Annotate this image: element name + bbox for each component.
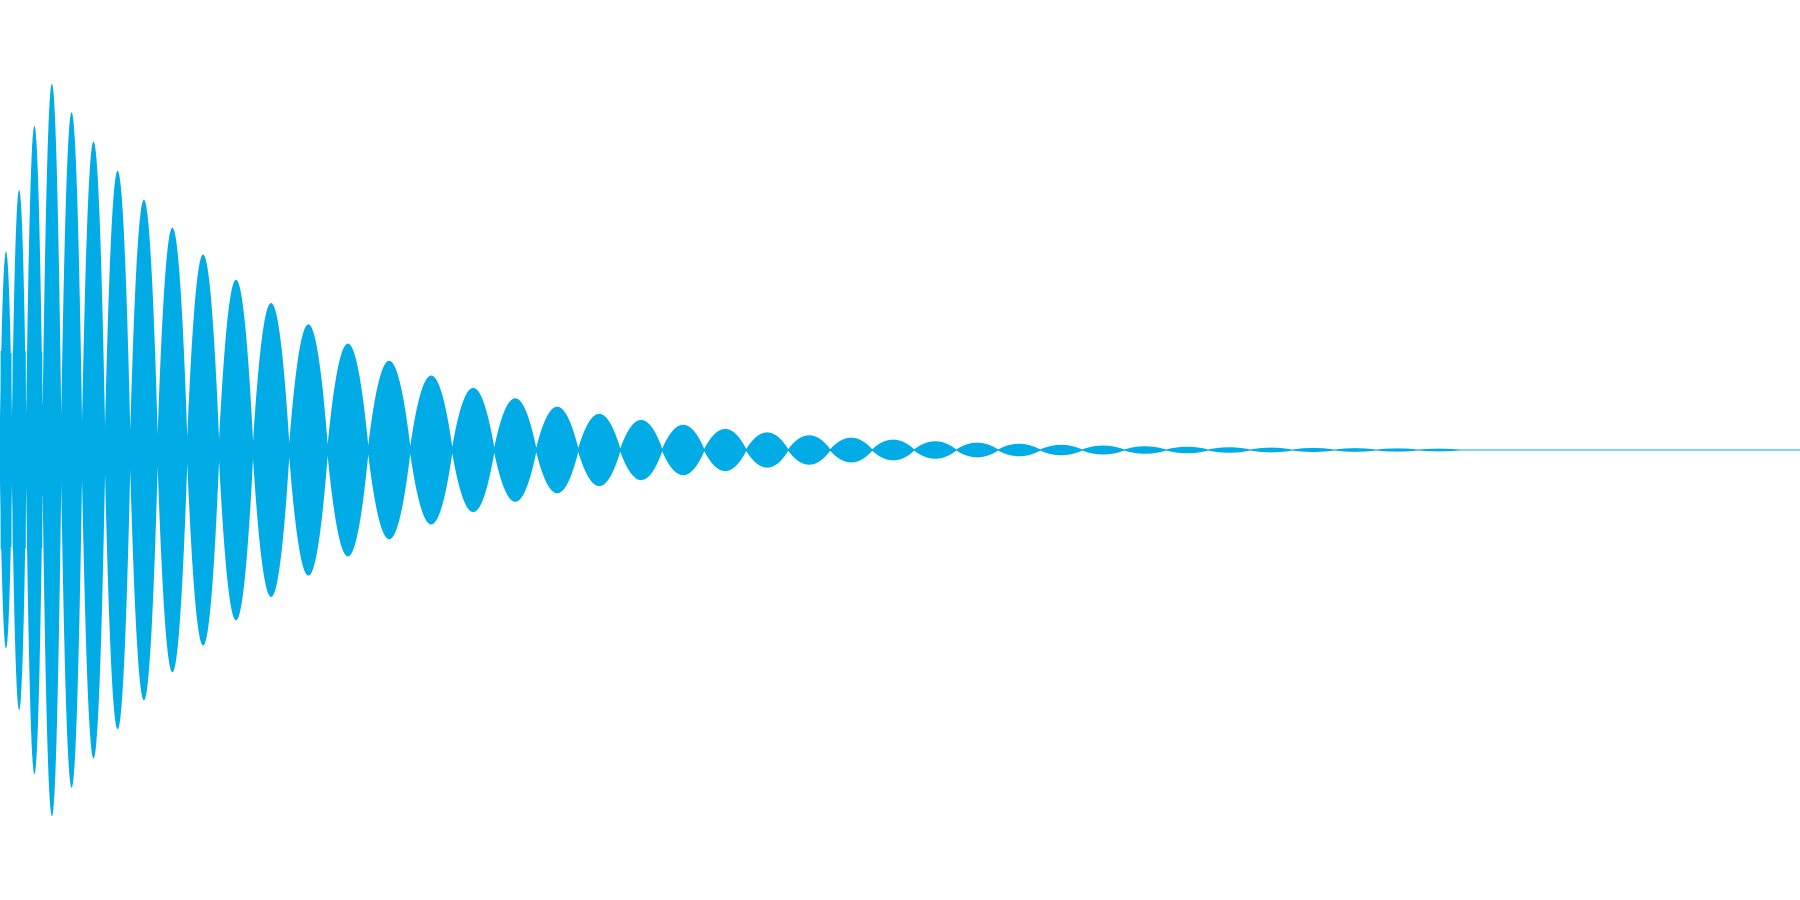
waveform-canvas bbox=[0, 83, 1800, 817]
audio-waveform bbox=[0, 83, 1800, 817]
